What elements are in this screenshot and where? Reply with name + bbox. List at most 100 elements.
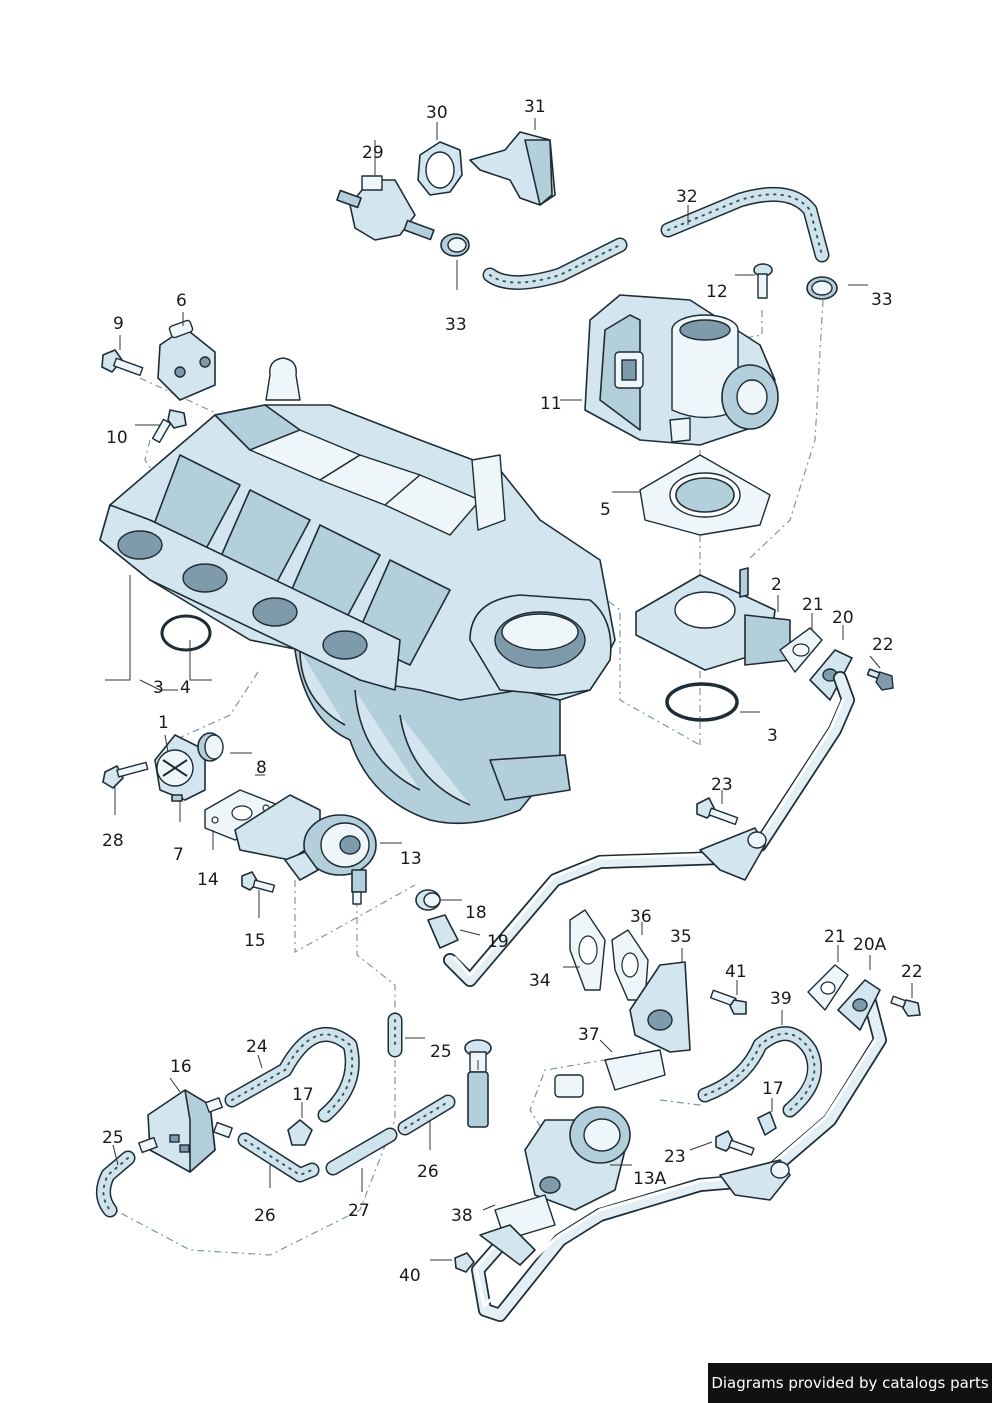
label-39: 39	[770, 989, 792, 1009]
gasket-37	[604, 1049, 666, 1091]
label-3-left: 3	[153, 678, 164, 698]
label-32: 32	[676, 187, 698, 207]
label-25-right: 25	[430, 1042, 452, 1062]
valve-29	[336, 175, 435, 241]
label-13A: 13A	[633, 1169, 667, 1189]
label-33-left: 33	[445, 315, 467, 335]
nut-40	[454, 1252, 475, 1273]
label-22-lower: 22	[901, 962, 923, 982]
label-20: 20	[832, 608, 854, 628]
callout-labels: 1 2 3 3 4 5 6 7 8 9 10 11 12 13 13A 14 1…	[102, 97, 923, 1286]
label-21-upper: 21	[802, 595, 824, 615]
label-38: 38	[451, 1206, 473, 1226]
label-27: 27	[348, 1201, 370, 1221]
clip-30	[417, 141, 463, 196]
bolt-22-upper	[866, 668, 894, 691]
label-24: 24	[246, 1037, 268, 1057]
label-23-upper: 23	[711, 775, 733, 795]
throttle-valve-control-unit	[584, 294, 779, 446]
label-29: 29	[362, 143, 384, 163]
label-8: 8	[256, 758, 267, 778]
label-13: 13	[400, 849, 422, 869]
label-30: 30	[426, 103, 448, 123]
bolt-12	[753, 263, 773, 299]
label-11: 11	[540, 394, 562, 414]
credit-banner: Diagrams provided by catalogs parts	[708, 1363, 992, 1403]
label-3-right: 3	[767, 726, 778, 746]
gasket-34	[569, 909, 606, 991]
hose-26-left	[237, 1132, 320, 1183]
valve-25-fitting	[464, 1039, 492, 1128]
intermediate-flange	[635, 567, 791, 671]
egr-pipe-lower	[471, 995, 887, 1322]
intake-manifold	[99, 357, 616, 825]
bolt-22-lower	[890, 995, 921, 1017]
label-26-right: 26	[417, 1162, 439, 1182]
label-6: 6	[176, 291, 187, 311]
label-34: 34	[529, 971, 551, 991]
egr-pipe-upper	[443, 671, 855, 987]
label-23-lower: 23	[664, 1147, 686, 1167]
egr-module-13A	[524, 1074, 631, 1211]
plug-17-right	[757, 1111, 777, 1136]
label-20A: 20A	[853, 935, 887, 955]
bracket-31	[469, 131, 556, 206]
o-ring-3b	[665, 682, 739, 722]
hose-32	[482, 186, 830, 290]
label-22-upper: 22	[872, 635, 894, 655]
tube-27	[325, 1127, 398, 1176]
egr-valve-13	[234, 794, 377, 905]
plug-17-left	[287, 1119, 313, 1146]
label-5: 5	[600, 500, 611, 520]
label-18: 18	[465, 903, 487, 923]
label-16: 16	[170, 1057, 192, 1077]
label-33-right: 33	[871, 290, 893, 310]
cap-8	[197, 732, 224, 762]
label-40: 40	[399, 1266, 421, 1286]
bolt-41	[709, 989, 747, 1015]
label-31: 31	[524, 97, 546, 117]
label-25-left: 25	[102, 1128, 124, 1148]
label-7: 7	[173, 845, 184, 865]
label-15: 15	[244, 931, 266, 951]
label-41: 41	[725, 962, 747, 982]
bolt-23-upper	[696, 797, 739, 826]
hose-26-right	[397, 1094, 456, 1136]
hose-24	[224, 1027, 360, 1123]
connector-35	[629, 961, 691, 1053]
label-1: 1	[158, 713, 169, 733]
label-17-left: 17	[292, 1085, 314, 1105]
label-4: 4	[180, 678, 191, 698]
bolt-15	[241, 871, 276, 893]
hose-39	[697, 1026, 822, 1118]
egr-gaskets-upper	[779, 627, 894, 701]
label-2: 2	[771, 575, 782, 595]
label-12: 12	[706, 282, 728, 302]
gasket-36	[611, 929, 649, 1001]
hose-25-left	[96, 1150, 136, 1218]
label-14: 14	[197, 870, 219, 890]
o-ring-3	[160, 614, 212, 652]
throttle-gasket	[639, 454, 771, 536]
label-35: 35	[670, 927, 692, 947]
egr-gaskets-lower	[807, 964, 881, 1031]
solenoid-valve-16	[138, 1089, 233, 1173]
clamp-33-right	[806, 276, 838, 300]
label-19: 19	[487, 932, 509, 952]
bracket-6	[157, 319, 216, 401]
label-36: 36	[630, 907, 652, 927]
label-9: 9	[113, 314, 124, 334]
bolt-23-lower	[715, 1130, 755, 1156]
label-28: 28	[102, 831, 124, 851]
leader-lines	[105, 118, 913, 1261]
bolt-10	[151, 409, 187, 444]
label-17-right: 17	[762, 1079, 784, 1099]
bolt-9	[101, 349, 144, 377]
label-37: 37	[578, 1025, 600, 1045]
nut-18-fitting-19	[415, 889, 459, 949]
clamp-33-left	[440, 233, 470, 257]
credit-text: Diagrams provided by catalogs parts	[711, 1374, 989, 1392]
label-10: 10	[106, 428, 128, 448]
label-26-left: 26	[254, 1206, 276, 1226]
